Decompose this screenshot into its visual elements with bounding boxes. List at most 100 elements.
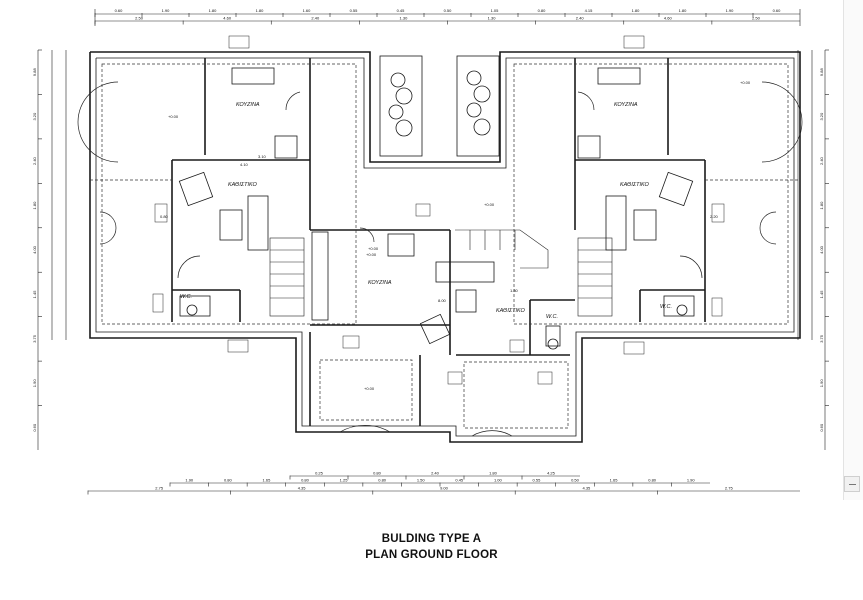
dimension-label: 1.30 bbox=[400, 16, 409, 21]
bottom-dimension-row-3: 2.75 4.35 9.00 4.35 2.75 bbox=[87, 486, 734, 495]
minus-icon bbox=[849, 484, 856, 485]
collapse-button[interactable] bbox=[844, 476, 860, 492]
dimension-label: 1.45 bbox=[819, 290, 824, 299]
dimension-label: 1.90 bbox=[726, 8, 735, 13]
dimension-label: 1.90 bbox=[687, 478, 696, 483]
dimension-label: 0.80 bbox=[648, 478, 657, 483]
dimension-label: 4.60 bbox=[664, 16, 673, 21]
dimension-label: 1.45 bbox=[32, 290, 37, 299]
furniture bbox=[178, 67, 695, 350]
dimension-label: 0.60 bbox=[773, 8, 782, 13]
dimension-label: 9.88 bbox=[32, 68, 37, 77]
level-mark-1: +0.00 bbox=[168, 114, 179, 119]
dimension-label: 2.50 bbox=[135, 16, 144, 21]
dimension-label: 0.60 bbox=[819, 423, 824, 432]
stairs bbox=[269, 229, 613, 317]
dimension-label: 1.05 bbox=[491, 8, 500, 13]
dimension-label: 1.65 bbox=[263, 478, 272, 483]
door-swings bbox=[77, 81, 803, 437]
left-dimension-chain: 9.883.202.401.804.001.453.751.900.60 bbox=[32, 49, 42, 432]
dimension-label: 4.35 bbox=[298, 486, 307, 491]
level-marks: +0.00 +0.00 +0.00 +0.00 +0.00 bbox=[168, 80, 751, 391]
interior-dimension-label: 3.10 bbox=[258, 154, 267, 159]
dimension-label: 3.75 bbox=[819, 334, 824, 343]
dimension-label: 4.35 bbox=[583, 486, 592, 491]
drawing-title: BULDING TYPE A bbox=[381, 533, 482, 545]
room-label-wc-centre: W.C. bbox=[546, 314, 558, 320]
dimension-label: 1.80 bbox=[489, 471, 498, 476]
interior-dimension-label: +0.00 bbox=[368, 246, 379, 251]
building-walls bbox=[89, 51, 801, 443]
dimension-label: 2.40 bbox=[576, 16, 585, 21]
room-label-kitchen-centre: ΚΟΥΖΙΝΑ bbox=[368, 280, 392, 286]
dimension-label: 0.45 bbox=[455, 478, 464, 483]
room-label-wc-right: W.C. bbox=[660, 304, 672, 310]
dimension-label: 1.00 bbox=[494, 478, 503, 483]
room-label-kitchen-left: ΚΟΥΖΙΝΑ bbox=[236, 102, 260, 108]
dimension-label: 1.25 bbox=[340, 478, 349, 483]
dimension-label: 4.60 bbox=[223, 16, 232, 21]
right-dimension-chain: 9.883.202.401.804.001.453.751.900.60 bbox=[819, 49, 829, 432]
interior-dimension-label: 1.80 bbox=[510, 288, 519, 293]
dimension-label: 1.65 bbox=[610, 478, 619, 483]
dimension-label: 4.15 bbox=[585, 8, 594, 13]
top-dimension-row-2: 2.50 4.60 2.40 1.30 1.30 2.40 4.60 2.50 bbox=[94, 16, 761, 25]
dimension-label: 1.80 bbox=[819, 201, 824, 210]
dimension-label: 0.80 bbox=[538, 8, 547, 13]
dimension-label: 1.80 bbox=[256, 8, 265, 13]
dimension-label: 1.80 bbox=[679, 8, 688, 13]
dimension-label: 3.75 bbox=[32, 334, 37, 343]
room-labels: ΚΟΥΖΙΝΑ ΚΟΥΖΙΝΑ ΚΑΘΙΣΤΙΚΟ ΚΑΘΙΣΤΙΚΟ ΚΟΥΖ… bbox=[180, 102, 672, 320]
eave-lines bbox=[90, 63, 800, 429]
drawing-subtitle: PLAN GROUND FLOOR bbox=[365, 549, 498, 561]
dimension-label: 3.20 bbox=[32, 112, 37, 121]
dimension-label: 1.50 bbox=[417, 478, 426, 483]
bottom-dimension-row-2: 1.90 0.80 1.65 0.80 1.25 0.80 1.50 0.45 1.00 0.55… bbox=[169, 478, 696, 487]
dimension-label: 1.30 bbox=[488, 16, 497, 21]
interior-dimension-label: 8.00 bbox=[438, 298, 447, 303]
dimension-label: 0.55 bbox=[533, 478, 542, 483]
dimension-label: 0.45 bbox=[397, 8, 406, 13]
dimension-label: 2.40 bbox=[819, 156, 824, 165]
dimension-label: 1.80 bbox=[209, 8, 218, 13]
room-label-living-centre: ΚΑΘΙΣΤΙΚΟ bbox=[496, 308, 525, 314]
dimension-label: 0.80 bbox=[301, 478, 310, 483]
dimension-label: 0.60 bbox=[32, 423, 37, 432]
dimension-label: 0.55 bbox=[350, 8, 359, 13]
dimension-label: 0.50 bbox=[444, 8, 453, 13]
dimension-label: 0.80 bbox=[224, 478, 233, 483]
dimension-label: 2.40 bbox=[32, 156, 37, 165]
dimension-label: 1.90 bbox=[819, 379, 824, 388]
dimension-label: 1.90 bbox=[32, 379, 37, 388]
level-mark-5: +0.00 bbox=[364, 386, 375, 391]
interior-dimension-label: 4.10 bbox=[240, 162, 249, 167]
dimension-label: 2.40 bbox=[311, 16, 320, 21]
dimension-label: 1.80 bbox=[32, 201, 37, 210]
dimension-label: 2.75 bbox=[725, 486, 734, 491]
dimension-label: 9.88 bbox=[819, 68, 824, 77]
dimension-label: 0.80 bbox=[378, 478, 387, 483]
dimension-label: 9.00 bbox=[440, 486, 449, 491]
dimension-label: 1.90 bbox=[162, 8, 171, 13]
floor-plan-drawing: 0.60 1.90 1.80 1.80 1.60 0.55 0.45 0.50 1.05 0.80… bbox=[32, 8, 829, 495]
dimension-label: 1.90 bbox=[185, 478, 194, 483]
planter-boxes bbox=[379, 55, 500, 157]
dimension-label: 0.60 bbox=[115, 8, 124, 13]
dimension-label: 4.25 bbox=[547, 471, 556, 476]
dimension-label: 2.40 bbox=[431, 471, 440, 476]
room-label-kitchen-right: ΚΟΥΖΙΝΑ bbox=[614, 102, 638, 108]
top-dimension-row-1: 0.60 1.90 1.80 1.80 1.60 0.55 0.45 0.50 1.05 0.80… bbox=[94, 8, 782, 17]
dimension-label: 2.50 bbox=[752, 16, 761, 21]
dimension-label: 2.75 bbox=[155, 486, 164, 491]
dimension-label: 1.60 bbox=[303, 8, 312, 13]
side-dimension-lines bbox=[37, 50, 826, 450]
interior-dimension-label: 0.80 bbox=[160, 214, 169, 219]
room-label-wc-left: W.C. bbox=[180, 294, 192, 300]
room-label-living-left: ΚΑΘΙΣΤΙΚΟ bbox=[228, 182, 257, 188]
dimension-label: 0.80 bbox=[373, 471, 382, 476]
room-label-living-right: ΚΑΘΙΣΤΙΚΟ bbox=[620, 182, 649, 188]
viewer-side-strip bbox=[843, 0, 863, 500]
level-mark-2: +0.00 bbox=[740, 80, 751, 85]
